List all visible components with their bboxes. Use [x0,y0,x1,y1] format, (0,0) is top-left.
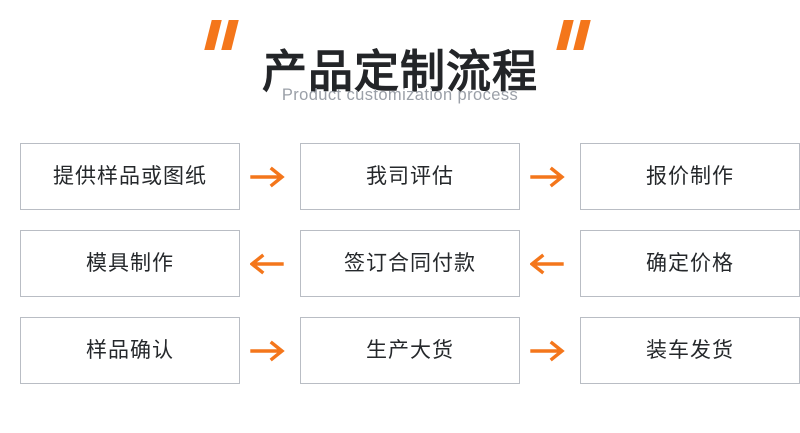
flow-step-box[interactable]: 模具制作 [20,230,240,297]
flow-row-1: 提供样品或图纸 我司评估 报价制作 [20,143,800,210]
process-flow: 提供样品或图纸 我司评估 报价制作 模具制作 [20,143,800,384]
page-title: 产品定制流程 [261,46,538,98]
flow-step-box[interactable]: 样品确认 [20,317,240,384]
arrow-right-icon [520,143,580,210]
flow-step-box[interactable]: 生产大货 [300,317,520,384]
arrow-right-icon [240,317,300,384]
flow-row-3: 样品确认 生产大货 装车发货 [20,317,800,384]
arrow-left-icon [520,230,580,297]
flow-step-label: 签订合同付款 [344,251,476,275]
page-subtitle: Product customization process [281,86,519,104]
flow-step-box[interactable]: 装车发货 [580,317,800,384]
title-row: 产品定制流程 [0,14,800,97]
flow-step-label: 模具制作 [86,251,174,275]
flow-step-box[interactable]: 提供样品或图纸 [20,143,240,210]
flow-step-label: 样品确认 [86,338,174,362]
arrow-right-icon [240,143,300,210]
arrow-left-icon [240,230,300,297]
flow-step-label: 报价制作 [646,164,734,188]
flow-row-2: 模具制作 签订合同付款 确定价格 [20,230,800,297]
flow-step-box[interactable]: 确定价格 [580,230,800,297]
flow-step-box[interactable]: 签订合同付款 [300,230,520,297]
flow-step-box[interactable]: 我司评估 [300,143,520,210]
quote-close-icon [552,20,600,54]
flow-step-label: 提供样品或图纸 [53,164,207,188]
quote-open-icon [200,20,248,54]
flow-step-box[interactable]: 报价制作 [580,143,800,210]
flow-step-label: 确定价格 [646,251,734,275]
flow-step-label: 生产大货 [366,338,454,362]
flow-step-label: 装车发货 [646,338,734,362]
banner-header: 产品定制流程 Product customization process [0,0,800,130]
flow-step-label: 我司评估 [366,164,454,188]
arrow-right-icon [520,317,580,384]
